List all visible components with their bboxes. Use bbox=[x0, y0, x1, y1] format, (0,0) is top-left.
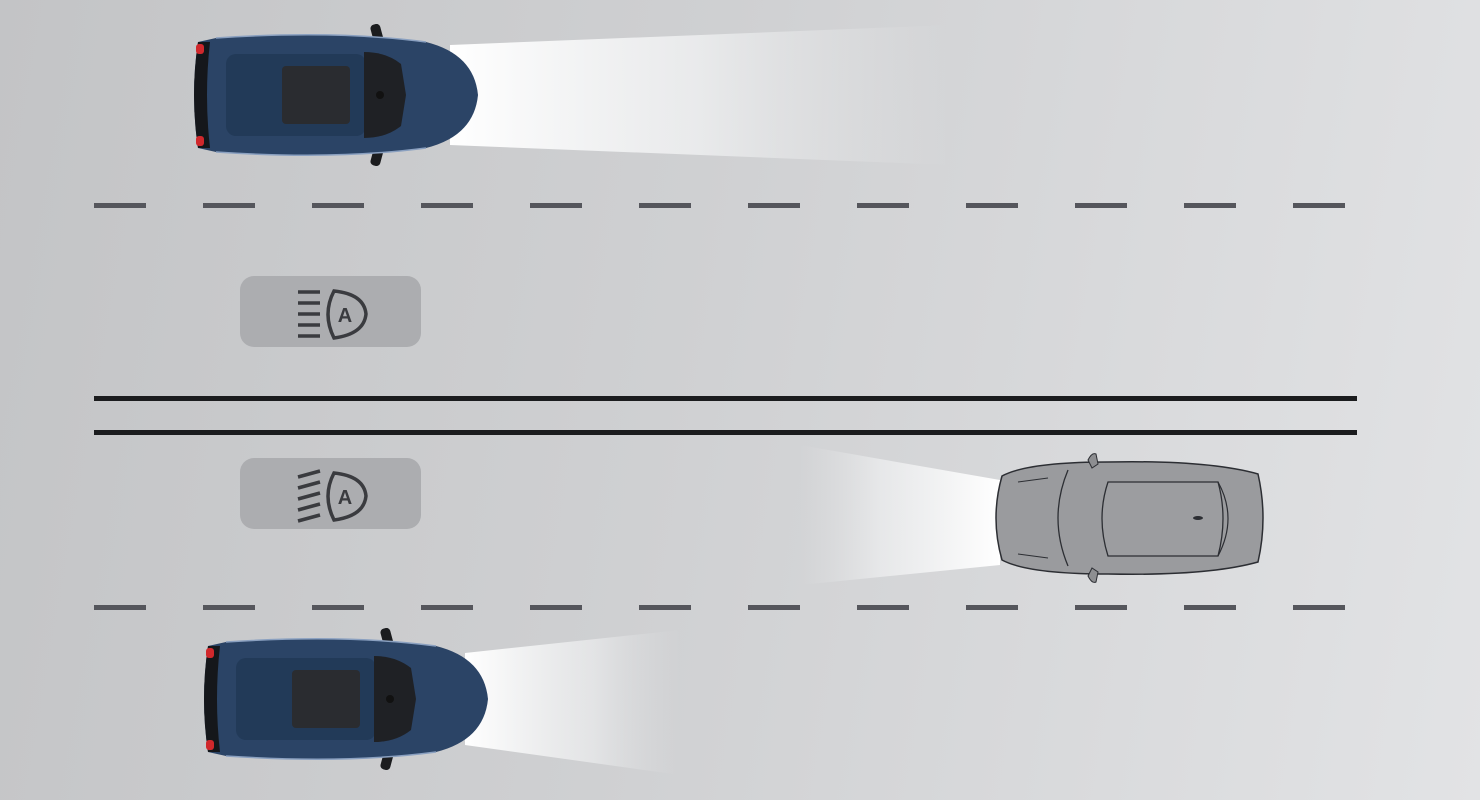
auto-low-beam-badge: A bbox=[240, 458, 421, 529]
oncoming-car bbox=[995, 453, 1264, 583]
low-beam-light-bottom bbox=[465, 630, 680, 775]
svg-text:A: A bbox=[338, 487, 352, 509]
auto-low-beam-icon: A bbox=[297, 469, 368, 523]
center-line-upper bbox=[94, 396, 1357, 401]
ego-car-bottom bbox=[204, 628, 488, 770]
dashed-lane-line-bottom bbox=[94, 605, 1346, 610]
high-beam-light-top bbox=[450, 25, 950, 165]
low-beam-light-oncoming bbox=[800, 445, 1000, 585]
svg-text:A: A bbox=[338, 305, 352, 327]
dashed-lane-line-top bbox=[94, 203, 1346, 208]
auto-high-beam-badge: A bbox=[240, 276, 421, 347]
ego-car-top bbox=[194, 24, 478, 166]
center-line-lower bbox=[94, 430, 1357, 435]
auto-high-beam-icon: A bbox=[298, 289, 368, 340]
